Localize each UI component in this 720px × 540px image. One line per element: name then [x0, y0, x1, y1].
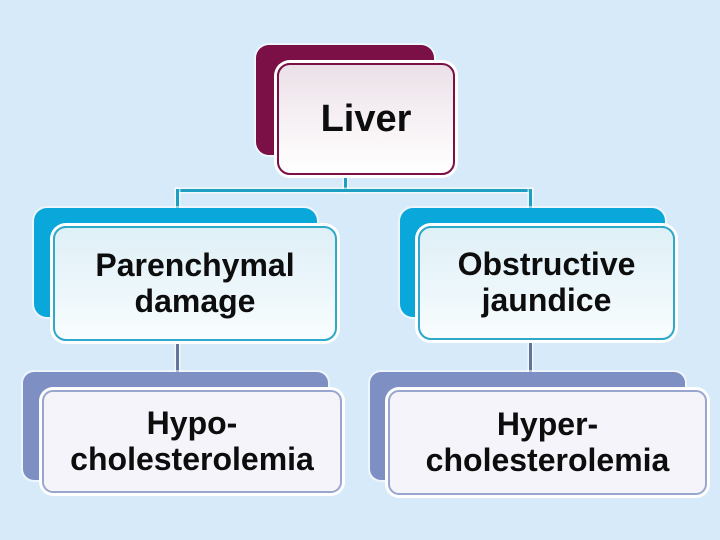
connector-drop-left: [176, 189, 179, 210]
connector-horizontal-bus: [176, 189, 532, 192]
connector-obstructive-hyper: [529, 340, 532, 374]
node-liver: Liver: [277, 63, 455, 175]
node-hypo-label: Hypo- cholesterolemia: [70, 404, 314, 477]
connector-drop-right: [529, 189, 532, 210]
node-hypercholesterolemia: Hyper- cholesterolemia: [388, 390, 707, 495]
node-hyper-label: Hyper- cholesterolemia: [425, 405, 670, 478]
node-parenchymal-damage: Parenchymal damage: [53, 226, 337, 341]
node-parenchymal-label: Parenchymal damage: [95, 246, 295, 319]
node-hypocholesterolemia: Hypo- cholesterolemia: [42, 390, 342, 493]
node-obstructive-jaundice: Obstructive jaundice: [418, 226, 675, 340]
connector-parenchymal-hypo: [176, 340, 179, 374]
connector-root-stem: [344, 173, 347, 192]
node-liver-label: Liver: [320, 97, 412, 140]
node-obstructive-label: Obstructive jaundice: [457, 246, 636, 318]
